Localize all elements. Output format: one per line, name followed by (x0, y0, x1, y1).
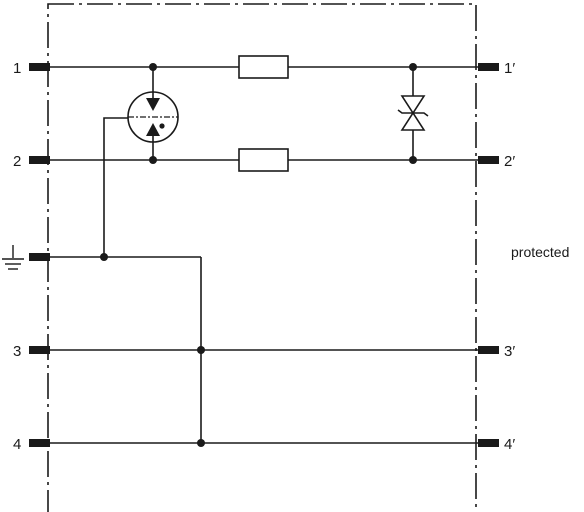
right-terminals (478, 63, 499, 447)
junction-dot (197, 439, 205, 447)
terminal-label-1: 1 (13, 60, 21, 77)
junction-dot (409, 156, 417, 164)
gdt-ground-wire (103, 117, 128, 257)
gas-discharge-tube-icon (127, 91, 179, 143)
terminal-block (29, 63, 50, 71)
terminal-block (478, 439, 499, 447)
junction-dot (197, 346, 205, 354)
terminal-label-3: 3 (13, 343, 21, 360)
terminal-block (478, 346, 499, 354)
terminal-block (29, 156, 50, 164)
junction-dot (149, 63, 157, 71)
terminal-block (29, 253, 50, 261)
left-terminals (29, 63, 50, 447)
ground-icon (2, 245, 24, 270)
terminal-block (478, 63, 499, 71)
terminal-label-4-prime: 4′ (504, 436, 515, 453)
junction-dot (100, 253, 108, 261)
terminal-block (29, 346, 50, 354)
wires (50, 66, 480, 444)
terminal-label-4: 4 (13, 436, 21, 453)
junction-dot (149, 156, 157, 164)
resistor-icon (238, 148, 289, 172)
terminal-label-3-prime: 3′ (504, 343, 515, 360)
resistor-icon (238, 55, 289, 79)
bidirectional-tvs-diode-icon (397, 95, 429, 131)
junction-dots (100, 63, 417, 447)
terminal-label-1-prime: 1′ (504, 60, 515, 77)
enclosure-box (47, 3, 477, 512)
junction-dot (409, 63, 417, 71)
terminal-block (29, 439, 50, 447)
protected-side-label: protected (511, 244, 569, 260)
terminal-label-2: 2 (13, 153, 21, 170)
terminal-block (478, 156, 499, 164)
terminal-label-2-prime: 2′ (504, 153, 515, 170)
